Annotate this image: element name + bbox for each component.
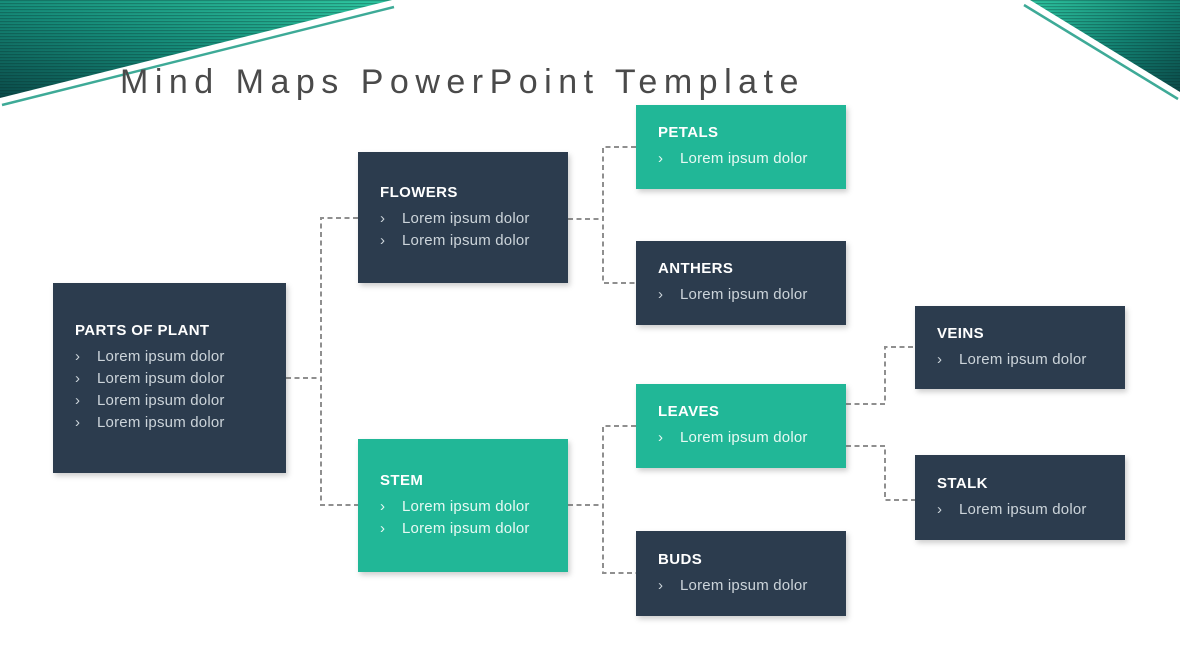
bullet-text: Lorem ipsum dolor (402, 209, 530, 227)
corner-decoration-right (1023, 0, 1180, 101)
bullet-item: › Lorem ipsum dolor (658, 575, 834, 597)
bullet-item: › Lorem ipsum dolor (380, 518, 556, 540)
node-title: STALK (937, 474, 988, 492)
connector-flowers-to-petals-anthers (568, 146, 636, 284)
node-title: LEAVES (658, 403, 720, 420)
bullet-item: › Lorem ipsum dolor (658, 284, 834, 306)
bullet-text: Lorem ipsum dolor (680, 576, 808, 594)
bullet-text: Lorem ipsum dolor (97, 370, 225, 387)
node-leaves[interactable]: LEAVES › Lorem ipsum dolor (636, 384, 846, 468)
node-flowers[interactable]: FLOWERS › Lorem ipsum dolor › Lorem ipsu… (358, 152, 568, 283)
node-petals[interactable]: PETALS › Lorem ipsum dolor (636, 105, 846, 189)
bullet-text: Lorem ipsum dolor (402, 231, 530, 249)
chevron-bullet-icon: › (658, 429, 664, 446)
chevron-bullet-icon: › (658, 576, 664, 594)
bullet-text: Lorem ipsum dolor (680, 286, 808, 303)
bullet-item: › Lorem ipsum dolor (75, 368, 274, 390)
bullet-item: › Lorem ipsum dolor (75, 412, 274, 434)
bullet-text: Lorem ipsum dolor (680, 150, 808, 167)
node-title: PARTS OF PLANT (75, 322, 210, 339)
bullet-text: Lorem ipsum dolor (97, 348, 225, 365)
bullet-item: › Lorem ipsum dolor (658, 427, 834, 449)
connector-stem-to-leaves-buds (568, 425, 636, 574)
node-veins[interactable]: VEINS › Lorem ipsum dolor (915, 306, 1125, 389)
node-title: FLOWERS (380, 183, 458, 201)
chevron-bullet-icon: › (75, 348, 81, 365)
node-title: STEM (380, 471, 424, 489)
bullet-item: › Lorem ipsum dolor (75, 390, 274, 412)
bullet-item: › Lorem ipsum dolor (937, 499, 1113, 521)
node-title: PETALS (658, 124, 719, 141)
bullet-text: Lorem ipsum dolor (402, 519, 530, 537)
chevron-bullet-icon: › (75, 414, 81, 431)
chevron-bullet-icon: › (75, 392, 81, 409)
node-stem[interactable]: STEM › Lorem ipsum dolor › Lorem ipsum d… (358, 439, 568, 572)
bullet-text: Lorem ipsum dolor (959, 350, 1087, 368)
bullet-text: Lorem ipsum dolor (402, 497, 530, 515)
bullet-item: › Lorem ipsum dolor (75, 346, 274, 368)
node-title: VEINS (937, 324, 985, 342)
corner-decoration-left (0, 0, 395, 107)
bullet-item: › Lorem ipsum dolor (380, 496, 556, 518)
node-title: ANTHERS (658, 260, 734, 277)
node-parts-of-plant[interactable]: PARTS OF PLANT › Lorem ipsum dolor › Lor… (53, 283, 286, 473)
bullet-text: Lorem ipsum dolor (959, 500, 1087, 518)
connector-leaves-to-veins (846, 346, 915, 405)
chevron-bullet-icon: › (75, 370, 81, 387)
chevron-bullet-icon: › (380, 209, 386, 227)
bullet-text: Lorem ipsum dolor (680, 429, 808, 446)
chevron-bullet-icon: › (658, 286, 664, 303)
chevron-bullet-icon: › (937, 350, 943, 368)
page-title: Mind Maps PowerPoint Template (120, 62, 805, 101)
chevron-bullet-icon: › (937, 500, 943, 518)
bullet-item: › Lorem ipsum dolor (658, 148, 834, 170)
chevron-bullet-icon: › (658, 150, 664, 167)
bullet-item: › Lorem ipsum dolor (380, 230, 556, 252)
node-buds[interactable]: BUDS › Lorem ipsum dolor (636, 531, 846, 616)
chevron-bullet-icon: › (380, 497, 386, 515)
node-title: BUDS (658, 550, 703, 568)
node-stalk[interactable]: STALK › Lorem ipsum dolor (915, 455, 1125, 540)
bullet-item: › Lorem ipsum dolor (937, 349, 1113, 371)
bullet-text: Lorem ipsum dolor (97, 392, 225, 409)
connector-leaves-to-stalk (846, 445, 915, 501)
chevron-bullet-icon: › (380, 519, 386, 537)
bullet-item: › Lorem ipsum dolor (380, 208, 556, 230)
connector-root-to-flowers-stem (286, 217, 358, 506)
bullet-text: Lorem ipsum dolor (97, 414, 225, 431)
chevron-bullet-icon: › (380, 231, 386, 249)
node-anthers[interactable]: ANTHERS › Lorem ipsum dolor (636, 241, 846, 325)
